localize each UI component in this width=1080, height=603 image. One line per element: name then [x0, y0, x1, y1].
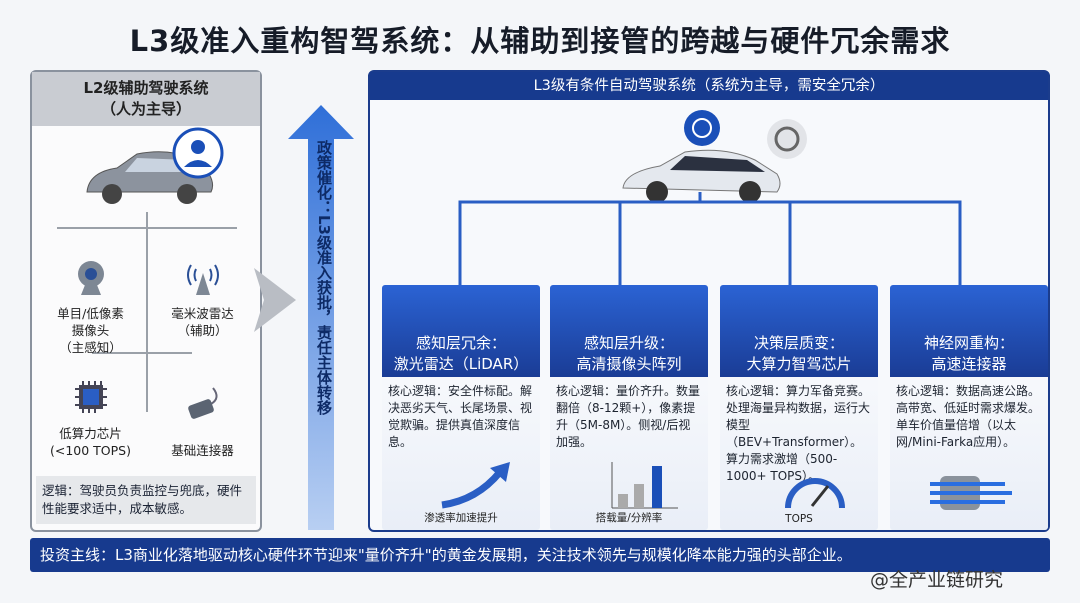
policy-arrow-text: 政策催化：L3级准入获批，责任主体转移: [315, 140, 333, 415]
bar-growth-icon: [611, 462, 678, 509]
card-subtitle: 大算力智驾芯片: [746, 355, 852, 373]
l2-item-chip: 低算力芯片 (<100 TOPS): [38, 377, 143, 459]
label: （辅助）: [177, 323, 228, 338]
card-body: 核心逻辑：安全件标配。解决恶劣天气、长尾场景、视觉欺骗。提供真值深度信息。: [388, 384, 533, 449]
card-lidar: 感知层冗余： 激光雷达（LiDAR） 核心逻辑：安全件标配。解决恶劣天气、长尾场景…: [382, 285, 540, 530]
label: 单目/低像素: [57, 306, 124, 321]
policy-arrow-icon: [288, 105, 354, 530]
card-subtitle: 激光雷达（LiDAR）: [393, 355, 529, 373]
l3-panel: L3级有条件自动驾驶系统（系统为主导，需安全冗余） 感知层冗余： 激光雷达（LiD…: [368, 70, 1050, 532]
connector-lines: [458, 192, 962, 287]
label: (<100 TOPS): [49, 443, 131, 458]
driver-user-icon: [172, 127, 224, 179]
chip-icon: [74, 381, 107, 413]
card-camera: 感知层升级： 高清摄像头阵列 核心逻辑：量价齐升。数量翻倍（8-12颗+），像素提…: [550, 285, 708, 530]
card-subtitle: 高清摄像头阵列: [576, 355, 682, 373]
card-footer: 渗透率加速提升: [424, 512, 498, 524]
chevron-right-icon: [254, 268, 296, 332]
l2-header-subtitle: （人为主导）: [100, 100, 191, 118]
l2-header-title: L2级辅助驾驶系统: [83, 79, 209, 97]
growth-arrow-icon: [441, 462, 510, 509]
card-connector: 神经网重构： 高速连接器 核心逻辑：数据高速公路。高带宽、低延时需求爆发。单车价值…: [890, 285, 1048, 530]
label: （主感知）: [59, 340, 122, 355]
l2-item-camera: 单目/低像素摄像头 （主感知）: [38, 257, 143, 356]
l2-logic-note: 逻辑：驾驶员负责监控与兜底，硬件性能要求适中，成本敏感。: [36, 476, 256, 524]
card-title: 决策层质变：: [753, 334, 844, 352]
ai-brain-icon: [684, 110, 720, 146]
card-footer: TOPS: [785, 513, 813, 525]
steering-wheel-icon: [767, 119, 807, 159]
card-body: 核心逻辑：数据高速公路。高带宽、低延时需求爆发。单车价值量倍增（以太网/Mini…: [896, 384, 1041, 449]
l2-panel: L2级辅助驾驶系统 （人为主导） 单目/低像素摄像头 （主感知） 毫米波雷达 （辅助…: [30, 70, 262, 532]
l2-item-connector: 基础连接器: [150, 384, 255, 459]
investment-banner: 投资主线：L3商业化落地驱动核心硬件环节迎来"量价齐升"的黄金发展期，关注技术领…: [30, 538, 1050, 572]
page-title: L3级准入重构智驾系统：从辅助到接管的跨越与硬件冗余需求: [129, 24, 951, 58]
gauge-icon: [785, 478, 845, 509]
card-chip: 决策层质变： 大算力智驾芯片 核心逻辑：算力军备竞赛。处理海量异构数据，运行大模型…: [720, 285, 878, 530]
label: 低算力芯片: [59, 426, 122, 441]
l2-item-radar: 毫米波雷达 （辅助）: [150, 257, 255, 339]
label: 基础连接器: [171, 443, 234, 458]
watermark: @全产业链研究: [870, 569, 1004, 591]
card-body: 核心逻辑：量价齐升。数量翻倍（8-12颗+），像素提升（5M-8M）。侧视/后视…: [556, 384, 701, 449]
l3-header: L3级有条件自动驾驶系统（系统为主导，需安全冗余）: [370, 72, 1048, 100]
card-subtitle: 高速连接器: [931, 355, 1007, 373]
webcam-icon: [77, 261, 104, 295]
card-title: 感知层升级：: [583, 334, 674, 352]
connector-icon: [187, 387, 217, 419]
l3-car-icon: [622, 149, 781, 203]
radar-antenna-icon: [186, 264, 219, 295]
label: 摄像头: [71, 323, 110, 338]
card-title: 感知层冗余：: [415, 334, 506, 352]
l2-header: L2级辅助驾驶系统 （人为主导）: [32, 72, 260, 126]
card-footer: 搭载量/分辨率: [595, 512, 663, 524]
label: 毫米波雷达: [171, 306, 234, 321]
card-body: 核心逻辑：算力军备竞赛。处理海量异构数据，运行大模型（BEV+Transform…: [726, 384, 871, 483]
card-title: 神经网重构：: [923, 334, 1014, 352]
data-pipe-icon: [930, 476, 1012, 510]
